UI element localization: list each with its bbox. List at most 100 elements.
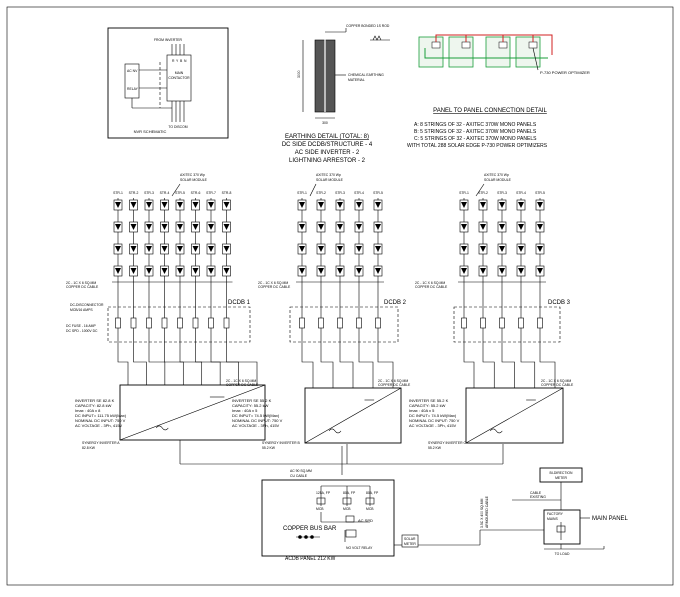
pv-module-symbol	[299, 268, 305, 274]
factory-mains-1: FACTORY	[547, 512, 564, 516]
pv-module-symbol	[461, 224, 467, 230]
pv-module-symbol	[318, 268, 324, 274]
module-label-c1: AXITEC 370 Wp	[484, 173, 509, 177]
dc-input-wire	[301, 350, 314, 388]
dc-cable-b1: 2C - 1C X 6 SQ.MM	[258, 281, 288, 285]
ac-cable-2: CU CABLE	[290, 474, 308, 478]
pv-module-symbol	[192, 268, 199, 274]
dc-input-wire	[339, 350, 354, 388]
dcdb-box	[453, 306, 561, 343]
main-panel-side: BI-DIRECTION METER CABLE EXISTING 3.5C X…	[480, 467, 629, 556]
mcb1-label1: 125A, FP	[316, 491, 331, 495]
dcdb-2-label: DCDB 2	[384, 300, 407, 306]
string-label: STR-4	[516, 191, 526, 195]
string-label: STR-1	[113, 191, 123, 195]
to-discom-label: TO DISCOM	[168, 125, 187, 129]
pv-module-symbol	[499, 202, 505, 208]
string-label: STR-3	[497, 191, 507, 195]
earthing-detail: COPPER BONDED 1S ROD CHEMICAL EARTHING M…	[282, 24, 390, 164]
dc-fuse	[146, 317, 152, 329]
pv-module-symbol	[461, 268, 467, 274]
string-label: STR-3	[335, 191, 345, 195]
main-breaker	[556, 525, 566, 533]
dc-fuse	[299, 317, 305, 329]
inv-c-line2: CAPACITY: 55.2 kW	[409, 403, 446, 408]
panel-connection-detail: P-730 POWER OPTIMIZER PANEL TO PANEL CON…	[407, 34, 590, 149]
string-label: STR-3	[144, 191, 154, 195]
dc-fuse	[499, 317, 505, 329]
solar-meter	[401, 534, 419, 548]
inv-a-line4: DC INPUT= 111.75 kW(Max)	[75, 413, 127, 418]
pv-module-symbol	[356, 224, 362, 230]
dc-fuse	[318, 317, 324, 329]
pv-module-symbol	[356, 246, 362, 252]
cable-existing-2: EXISTING	[530, 495, 546, 499]
pv-module-symbol	[337, 246, 343, 252]
inv-b-synergy2: 55.2 KW	[262, 446, 276, 450]
pv-module-symbol	[115, 268, 121, 274]
inverter-c-text: INVERTER SE 55.2 K CAPACITY: 55.2 kW Ima…	[409, 398, 466, 450]
inverter-b-text: INVERTER SE 55.2 K CAPACITY: 55.2 kW Ima…	[232, 398, 300, 450]
dc-cable-lower-b2: COPPER DC CABLE	[378, 383, 411, 387]
dc-input-wire	[482, 350, 495, 388]
material-label-1: CHEMICAL EARTHING	[348, 73, 384, 77]
pv-module-symbol	[177, 202, 183, 208]
inv-b-line2: CAPACITY: 55.2 kW	[232, 403, 269, 408]
main-panel-box	[543, 509, 581, 545]
dc-input-wire	[226, 350, 258, 385]
inv-a-line5: NOMINAL DC INPUT: 750 V	[75, 418, 126, 423]
bidir-meter-2: METER	[555, 476, 567, 480]
string-label: STR-8	[222, 191, 232, 195]
pv-module-symbol	[375, 224, 381, 230]
pv-module-symbol	[480, 268, 486, 274]
bidir-meter-1: BI-DIRECTION	[550, 471, 574, 475]
pv-module-symbol	[537, 224, 543, 230]
inv-a-line3: Imax : 40A x 8	[75, 408, 101, 413]
inv-a-line2: CAPACITY: 82.8 kW	[75, 403, 112, 408]
pv-panel	[485, 36, 511, 68]
dc-fuse	[208, 317, 214, 329]
pv-module-symbol	[356, 202, 362, 208]
panel-b: B: 5 STRINGS OF 32 - AXITEC 370W MONO PA…	[414, 129, 537, 135]
pv-module-symbol	[299, 202, 305, 208]
pv-module-symbol	[499, 268, 505, 274]
mcb-125a	[316, 497, 326, 505]
inv-a-synergy2: 82.8 KW	[82, 446, 96, 450]
pv-module-symbol	[177, 246, 183, 252]
dc-fuse	[480, 317, 486, 329]
solar-meter-1: SOLAR	[404, 537, 416, 541]
inv-b-line3: Imax : 40A x 5	[232, 408, 258, 413]
earthing-title: EARTHING DETAIL (TOTAL: 8)	[285, 134, 369, 140]
string-label: STR-5	[535, 191, 545, 195]
dc-cable-a1: 2C - 1C X 6 SQ.MM	[66, 281, 96, 285]
inv-b-line1: INVERTER SE 55.2 K	[232, 398, 272, 403]
copper-bus-bar-label: COPPER BUS BAR	[283, 526, 337, 532]
dc-cable-lower-a2: COPPER DC CABLE	[226, 383, 259, 387]
dc-input-wire	[195, 350, 221, 385]
inverter-diagonal	[119, 384, 266, 441]
pv-module-symbol	[480, 202, 486, 208]
dc-cable-lower-b1: 2C - 1C X 6 SQ.MM	[378, 379, 408, 383]
pv-module-symbol	[130, 202, 137, 208]
string-label: STR-1	[459, 191, 469, 195]
inv-c-line1: INVERTER SE 55.2 K	[409, 398, 449, 403]
pv-module-symbol	[299, 246, 305, 252]
pv-module-symbol	[318, 246, 324, 252]
string-label: STR-2	[478, 191, 488, 195]
dc-cable-lower-c2: COPPER DC CABLE	[541, 383, 574, 387]
dc-cable-b2: COPPER DC CABLE	[258, 285, 291, 289]
pv-module-symbol	[130, 268, 137, 274]
pv-module-symbol	[499, 224, 505, 230]
dc-fuse	[177, 317, 183, 329]
pv-module-symbol	[480, 246, 486, 252]
dc-input-wire	[320, 350, 334, 388]
pv-panel	[418, 36, 444, 68]
pv-module-symbol	[161, 268, 168, 274]
optimizer-label: P-730 POWER OPTIMIZER	[540, 70, 590, 75]
pv-module-symbol	[375, 268, 381, 274]
dc-fuse	[461, 317, 467, 329]
dc-input-wire	[501, 350, 515, 388]
dc-input-wire	[539, 350, 556, 388]
dc-input-wire	[210, 350, 239, 385]
pv-module-symbol	[146, 268, 152, 274]
